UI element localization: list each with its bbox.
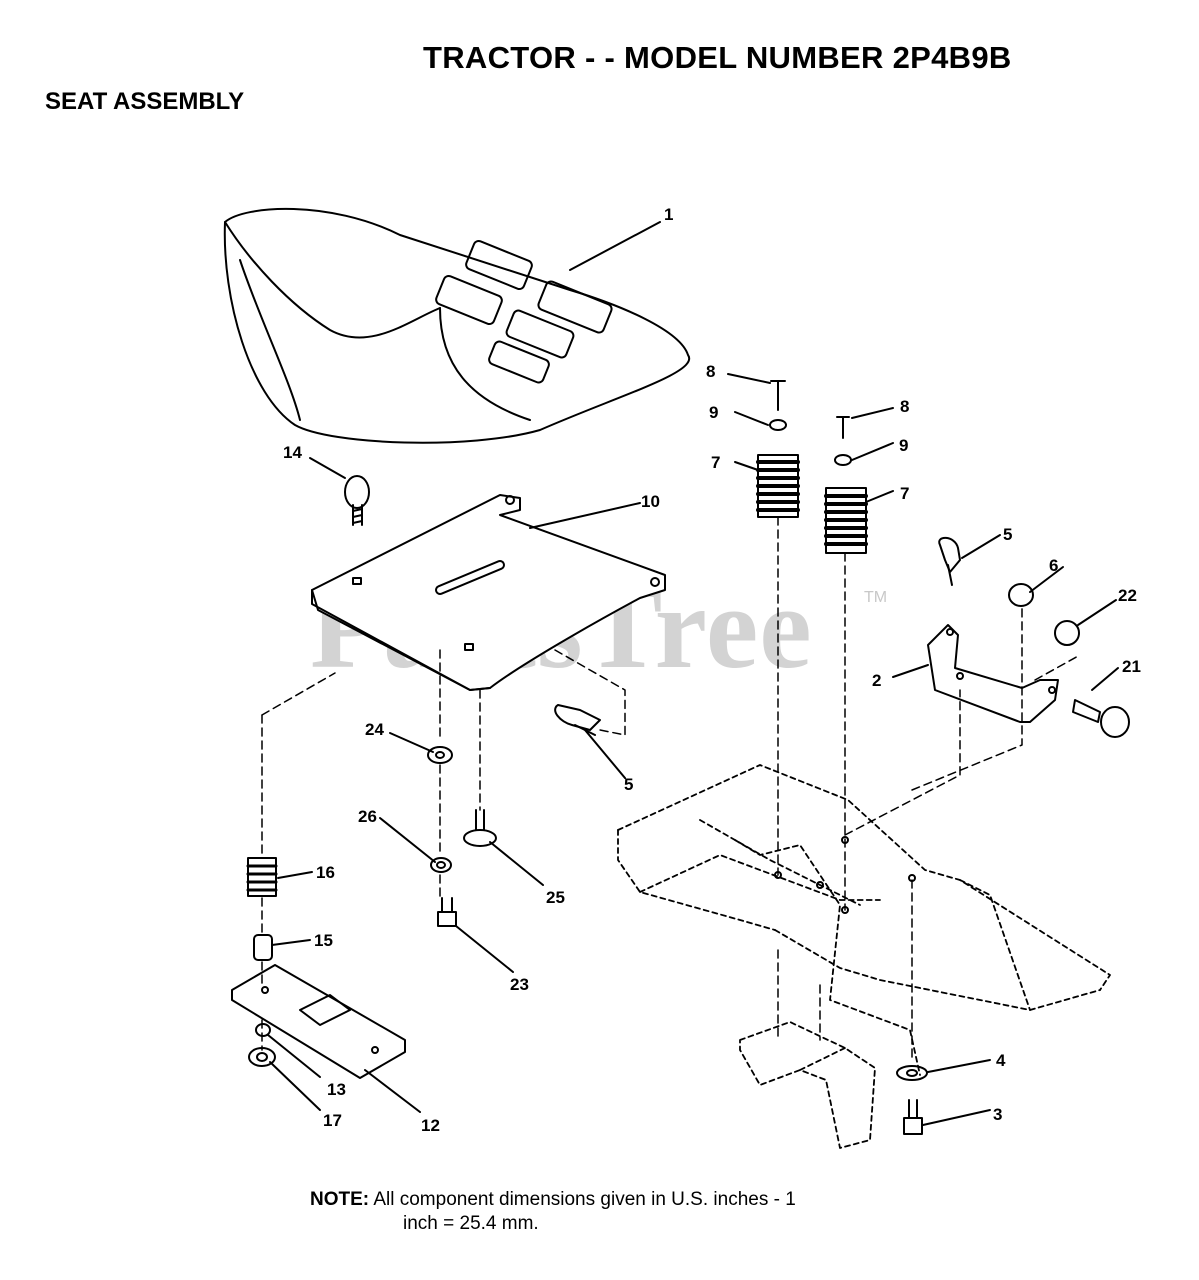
callout-22: 22 (1118, 586, 1137, 605)
seat (223, 207, 691, 444)
bolt-23 (437, 897, 457, 927)
callout-8-right: 8 (900, 397, 909, 416)
leader-lines (267, 221, 1119, 1126)
washer-4 (896, 1065, 928, 1081)
callout-16: 16 (316, 863, 335, 882)
watermark-trademark: TM (864, 589, 888, 606)
assembly-lines (261, 516, 1081, 1061)
spacer-15 (253, 934, 273, 961)
callout-labels: 1 2 3 4 5 5 6 7 7 8 8 9 9 10 12 13 14 15… (283, 205, 1141, 1135)
lock-washer-26 (430, 857, 452, 873)
callout-2: 2 (872, 671, 881, 690)
washer-24 (427, 746, 453, 764)
callout-21: 21 (1122, 657, 1141, 676)
chassis-frame (617, 764, 1111, 1149)
pivot-plate (231, 964, 406, 1079)
shoulder-bolt (1072, 699, 1130, 738)
seat-pan (311, 494, 666, 691)
callout-12: 12 (421, 1116, 440, 1135)
stud-25 (463, 809, 497, 847)
note-line-2: inch = 25.4 mm. (403, 1213, 539, 1234)
bracket (927, 624, 1059, 723)
clip-left (554, 704, 601, 736)
carriage-bolt (344, 475, 370, 526)
callout-4: 4 (996, 1051, 1006, 1070)
callout-5-right: 5 (1003, 525, 1012, 544)
nut-13 (255, 1023, 271, 1037)
callout-7-left: 7 (711, 453, 720, 472)
section-title: SEAT ASSEMBLY (45, 88, 245, 115)
nut-6 (1008, 583, 1034, 607)
spring-stack-right (824, 416, 868, 554)
callout-17: 17 (323, 1111, 342, 1130)
callout-24: 24 (365, 720, 384, 739)
callout-3: 3 (993, 1105, 1002, 1124)
spring-16 (246, 857, 278, 897)
callout-25: 25 (546, 888, 565, 907)
spring-stack-left (756, 380, 800, 518)
callout-15: 15 (314, 931, 333, 950)
callout-6: 6 (1049, 556, 1058, 575)
bolt-3 (903, 1099, 923, 1135)
callout-23: 23 (510, 975, 529, 994)
clip-right (938, 536, 961, 586)
callout-10: 10 (641, 492, 660, 511)
nut-22 (1054, 620, 1080, 646)
dimension-note: NOTE: All component dimensions given in … (310, 1188, 796, 1236)
callout-9-left: 9 (709, 403, 718, 422)
note-label: NOTE: (310, 1189, 370, 1210)
callout-5-left: 5 (624, 775, 633, 794)
note-line-1: All component dimensions given in U.S. i… (373, 1189, 796, 1210)
callout-9-right: 9 (899, 436, 908, 455)
callout-14: 14 (283, 443, 302, 462)
callout-8-left: 8 (706, 362, 715, 381)
chassis-holes (774, 836, 916, 914)
page-title: TRACTOR - - MODEL NUMBER 2P4B9B (423, 40, 1012, 75)
callout-26: 26 (358, 807, 377, 826)
callout-7-right: 7 (900, 484, 909, 503)
callout-1: 1 (664, 205, 673, 224)
callout-13: 13 (327, 1080, 346, 1099)
